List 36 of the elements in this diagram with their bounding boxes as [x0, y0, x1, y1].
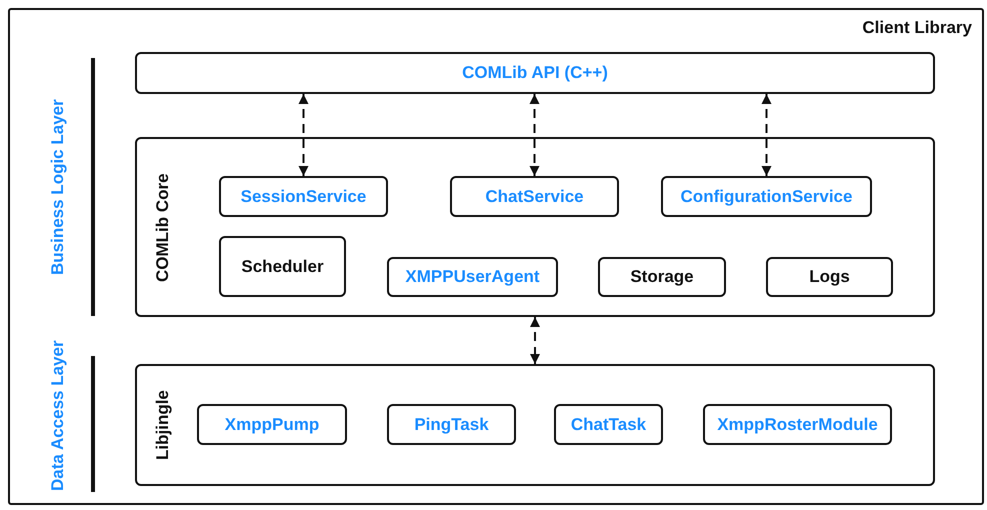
component-name: COMLib API (C++): [461, 63, 609, 83]
component-name: ConfigurationService: [680, 186, 854, 206]
panel-title: Client Library: [862, 18, 972, 38]
group-title: COMLib Core: [153, 172, 173, 282]
component-box: [450, 176, 619, 217]
component-name: Logs: [808, 267, 851, 287]
component-box: [554, 404, 663, 445]
dashed-arrow: [762, 94, 772, 176]
component-box: [598, 257, 726, 297]
component-name: Storage: [629, 267, 695, 287]
component-name: SessionService: [240, 186, 368, 206]
group-title: Libjingle: [153, 390, 173, 460]
component-box: [219, 176, 388, 217]
component-box: [387, 257, 558, 297]
layer-label: Business Logic Layer: [48, 99, 68, 275]
component-name: ChatService: [484, 186, 585, 206]
component-box: [766, 257, 893, 297]
component-name: ChatTask: [570, 414, 648, 434]
dashed-arrow: [530, 94, 540, 176]
component-box: [135, 52, 935, 94]
component-name: XMPPUserAgent: [404, 267, 541, 287]
component-box: [661, 176, 872, 217]
component-group: [135, 364, 935, 486]
dashed-arrow: [530, 317, 540, 364]
component-box: [219, 236, 346, 297]
component-name: XmppRosterModule: [716, 414, 879, 434]
component-box: [197, 404, 347, 445]
component-name: PingTask: [413, 414, 490, 434]
component-name: Scheduler: [240, 256, 325, 276]
dashed-arrow: [298, 94, 308, 176]
component-group: [135, 137, 935, 317]
component-box: [703, 404, 892, 445]
component-box: [387, 404, 516, 445]
container-panel: [8, 8, 984, 505]
component-name: XmppPump: [224, 414, 320, 434]
layer-label: Data Access Layer: [48, 340, 68, 490]
